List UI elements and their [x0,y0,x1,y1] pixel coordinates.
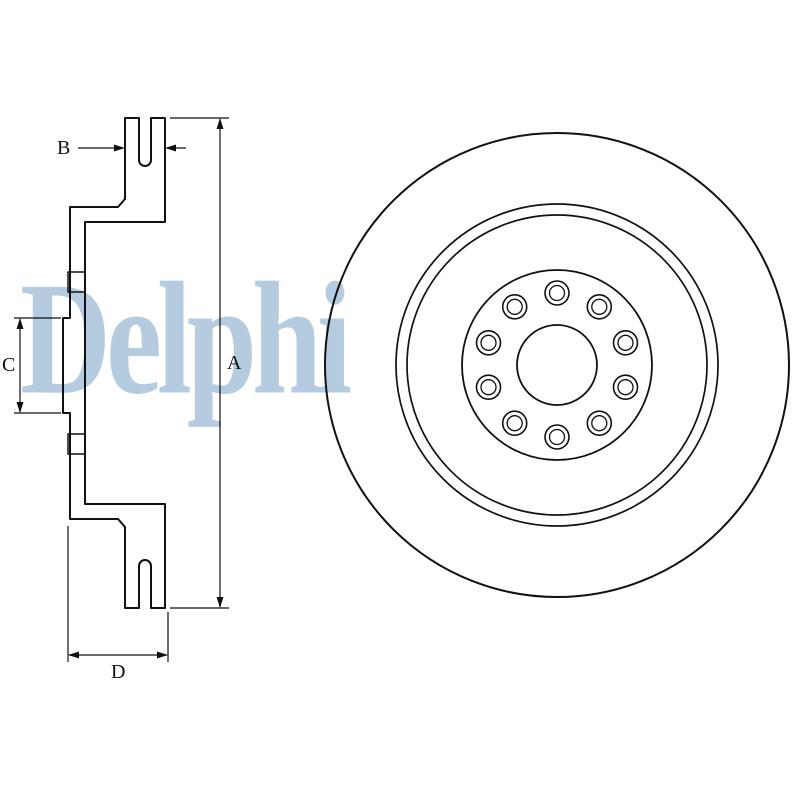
bolt-hole [612,329,639,356]
outer-diameter-circle [324,132,790,598]
bolt-hole [544,280,570,306]
braking-band-inner-circle-outer [395,203,719,527]
bolt-hole [586,410,613,437]
dimension-label-d: D [111,661,126,683]
dimension-label-b: B [57,137,71,159]
dimension-b [78,144,186,152]
arrowhead [157,651,168,659]
bolt-hole [501,410,528,437]
arrowhead [216,597,224,608]
arrowhead [165,144,176,152]
bolt-hole [544,424,570,450]
arrowhead [68,651,79,659]
bolt-hole [586,293,613,320]
dimension-label-c: C [2,354,16,376]
arrowhead [114,144,125,152]
front-view [324,132,790,598]
dimension-label-a: A [227,352,242,374]
hub-circle [461,269,653,461]
arrowhead [16,402,24,413]
cross-section-view [62,117,166,609]
center-bore-circle [516,324,598,406]
brand-watermark: Delphi [20,250,352,429]
dimension-a [170,117,229,609]
bolt-hole [501,293,528,320]
dimension-c [14,317,61,414]
bolt-hole [475,329,502,356]
arrowhead [16,318,24,329]
dimension-d [67,526,169,662]
mounting-hole-section-bottom [67,433,86,455]
disc-section-outline [62,117,166,609]
dimension-lines [14,117,229,662]
arrowhead [216,118,224,129]
mounting-hole-section-top [67,271,86,293]
braking-band-inner-circle-inner [406,214,708,516]
bolt-hole [612,374,639,401]
bolt-hole-ring [475,280,639,450]
bolt-hole [475,374,502,401]
